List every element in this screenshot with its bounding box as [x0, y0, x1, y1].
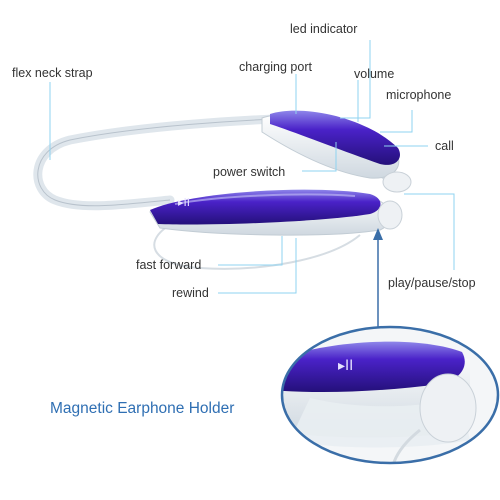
label-led-indicator: led indicator	[290, 22, 358, 36]
front-earpiece-purple	[150, 189, 381, 225]
label-microphone: microphone	[386, 88, 452, 102]
leader-play-pause-stop	[404, 193, 455, 270]
back-earpiece-purple	[270, 110, 400, 165]
label-fast-forward: fast forward	[136, 258, 202, 272]
front-earpiece-highlight	[174, 193, 356, 205]
zoom-inset: ▸II	[280, 325, 500, 465]
leader-rewind	[218, 238, 297, 294]
label-charging-port: charging port	[239, 60, 312, 74]
leader-power-switch	[302, 142, 337, 172]
back-earbud	[382, 171, 412, 193]
label-call: call	[435, 139, 454, 153]
neck-band-outline	[37, 117, 301, 207]
caption-magnetic-earphone-holder: Magnetic Earphone Holder	[50, 400, 235, 417]
leader-led-indicator	[340, 40, 371, 119]
leader-lines	[49, 40, 455, 294]
play-button-glyph: ▸II	[178, 196, 190, 209]
label-power-switch: power switch	[213, 165, 286, 179]
earbud-cable	[153, 221, 361, 270]
label-volume: volume	[354, 67, 395, 81]
front-earbud	[377, 200, 403, 230]
zoom-play-button-glyph: ▸II	[338, 358, 353, 374]
label-play-pause-stop: play/pause/stop	[388, 276, 476, 290]
label-flex-neck-strap: flex neck strap	[12, 66, 93, 80]
label-rewind: rewind	[172, 286, 209, 300]
leader-fast-forward	[218, 236, 283, 266]
leader-microphone	[380, 110, 413, 133]
connector-arrowhead	[373, 228, 383, 240]
